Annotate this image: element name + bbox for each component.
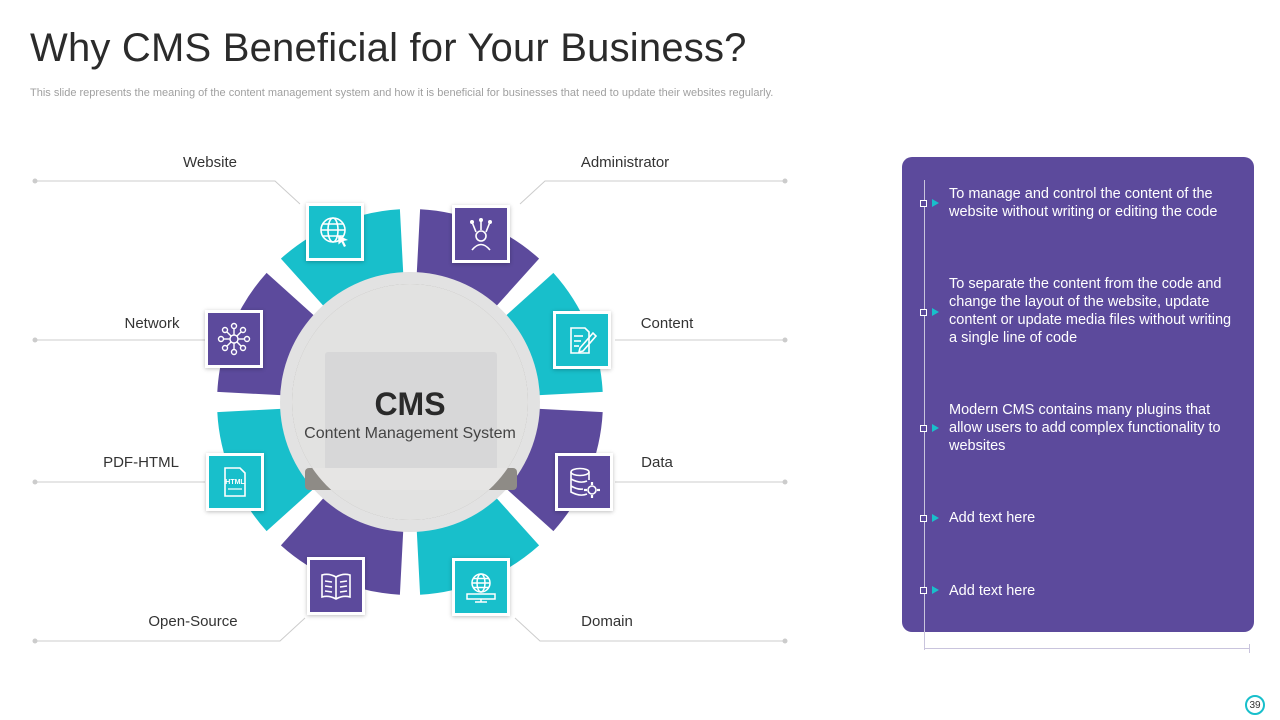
- panel-item-2: To separate the content from the code an…: [949, 276, 1232, 346]
- globe-cursor-icon: [320, 217, 348, 247]
- timeline-end-tick: [1249, 644, 1250, 653]
- bullet-marker: [920, 309, 927, 316]
- connector-dot: [32, 479, 38, 485]
- page-number: 39: [1245, 695, 1265, 715]
- connector-domain: [514, 617, 785, 642]
- label-pdf-html: PDF-HTML: [103, 454, 179, 471]
- bullet-marker: [920, 425, 927, 432]
- benefits-panel: [902, 157, 1254, 632]
- label-administrator: Administrator: [580, 154, 670, 171]
- label-data: Data: [641, 454, 673, 471]
- label-website: Website: [183, 154, 237, 171]
- arrow-icon: [932, 424, 939, 432]
- panel-item-3: Modern CMS contains many plugins that al…: [949, 402, 1221, 454]
- cms-diagram: Website Administrator Network Content PD…: [0, 130, 880, 690]
- globe-monitor-icon: [466, 573, 496, 603]
- diagram-graphics: [32, 178, 788, 644]
- slide-subtitle: This slide represents the meaning of the…: [30, 87, 774, 99]
- connector-dot: [782, 479, 788, 485]
- timeline-line: [924, 180, 925, 650]
- connector-dot: [32, 178, 38, 184]
- administrator-icon-box: [452, 205, 510, 263]
- connector-website: [35, 180, 301, 205]
- label-domain: Domain: [581, 613, 633, 630]
- html-file-icon: HTML: [224, 467, 246, 497]
- label-open-source: Open-Source: [148, 613, 238, 630]
- network-icon-box: [205, 310, 263, 368]
- connector-dot: [782, 638, 788, 644]
- label-content: Content: [640, 315, 694, 332]
- label-network: Network: [124, 315, 180, 332]
- panel-item-5: Add text here: [949, 583, 1036, 599]
- connector-dot: [32, 638, 38, 644]
- panel-item-1: To manage and control the content of the…: [949, 186, 1218, 220]
- arrow-icon: [932, 308, 939, 316]
- website-icon-box: [306, 203, 364, 261]
- panel-item-4: Add text here: [949, 510, 1036, 526]
- database-gear-icon: [570, 467, 600, 498]
- connector-dot: [32, 337, 38, 343]
- connector-dot: [782, 178, 788, 184]
- connector-dot: [782, 337, 788, 343]
- bullet-marker: [920, 587, 927, 594]
- arrow-icon: [932, 514, 939, 522]
- center-overlay: [292, 284, 528, 520]
- bullet-marker: [920, 515, 927, 522]
- arrow-icon: [932, 586, 939, 594]
- content-icon-box: [553, 311, 611, 369]
- open-book-icon: [321, 573, 351, 600]
- html-icon-text: HTML: [225, 479, 245, 486]
- admin-person-icon: [470, 218, 492, 251]
- open-source-icon-box: [307, 557, 365, 615]
- domain-icon-box: [452, 558, 510, 616]
- slide-title: Why CMS Beneficial for Your Business?: [30, 26, 747, 70]
- network-nodes-icon: [217, 322, 251, 356]
- pdf-html-icon-box: HTML: [206, 453, 264, 511]
- connector-administrator: [519, 180, 785, 205]
- timeline-bottom-line: [924, 648, 1250, 649]
- center-subtitle: Content Management System: [304, 425, 516, 442]
- bullet-marker: [920, 200, 927, 207]
- data-icon-box: [555, 453, 613, 511]
- center-title: CMS: [374, 386, 446, 422]
- connector-open-source: [35, 617, 306, 642]
- document-pen-icon: [570, 327, 598, 354]
- arrow-icon: [932, 199, 939, 207]
